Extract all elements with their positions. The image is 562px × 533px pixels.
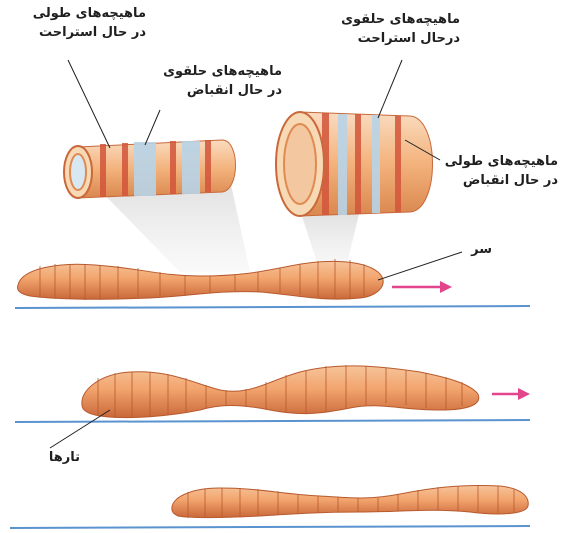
muscle-tube-left	[64, 140, 236, 198]
label-setae: تارها	[30, 448, 80, 467]
leader-head	[378, 252, 462, 280]
leader-circular-relaxed	[378, 60, 402, 118]
label-circular-relaxed-line2: درحال استراحت	[320, 29, 460, 48]
label-longitudinal-contracted-line2: در حال انقباض	[430, 171, 558, 190]
label-longitudinal-contracted-line1: ماهیچه‌های طولی	[430, 152, 558, 171]
leader-circular-contracted	[145, 110, 160, 145]
label-longitudinal-relaxed-line1: ماهیچه‌های طولی	[6, 4, 146, 23]
label-circular-contracted: ماهیچه‌های حلقوی در حال انقباض	[152, 62, 282, 100]
arrow-2-head	[518, 388, 530, 400]
label-circular-contracted-line1: ماهیچه‌های حلقوی	[152, 62, 282, 81]
arrow-1-head	[440, 281, 452, 293]
leader-setae	[50, 410, 110, 448]
label-longitudinal-relaxed-line2: در حال استراحت	[6, 23, 146, 42]
muscle-tube-right	[276, 112, 433, 216]
earthworm-3	[172, 485, 528, 518]
label-circular-contracted-line2: در حال انقباض	[152, 81, 282, 100]
leader-longitudinal-relaxed	[68, 60, 110, 148]
earthworm-2	[82, 365, 530, 418]
label-circular-relaxed: ماهیچه‌های حلقوی درحال استراحت	[320, 10, 460, 48]
label-circular-relaxed-line1: ماهیچه‌های حلقوی	[320, 10, 460, 29]
label-head: سر	[462, 240, 492, 259]
ground-line-1	[15, 306, 530, 308]
label-longitudinal-relaxed: ماهیچه‌های طولی در حال استراحت	[6, 4, 146, 42]
ground-line-3	[10, 526, 530, 528]
label-longitudinal-contracted: ماهیچه‌های طولی در حال انقباض	[430, 152, 558, 190]
